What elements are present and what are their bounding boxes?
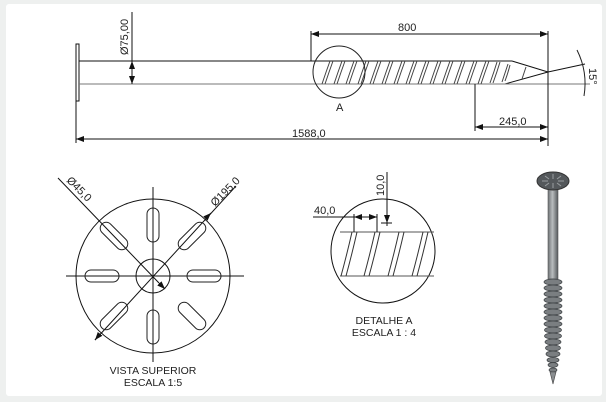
- drawing-sheet: [6, 4, 602, 396]
- top-view: [57, 177, 244, 362]
- tip-angle-label: 15°: [586, 68, 598, 85]
- detail-view: [313, 172, 436, 304]
- shaft-diameter-label: Ø75,00: [119, 19, 131, 55]
- top-view-caption-line2: ESCALA 1:5: [124, 377, 183, 389]
- total-length-label: 1588,0: [292, 128, 326, 140]
- tip-length-label: 245,0: [499, 116, 527, 128]
- pitch-label: 40,0: [314, 205, 335, 217]
- window-top-strip: [0, 0, 606, 4]
- thread-length-label: 800: [398, 22, 416, 34]
- detail-marker-label: A: [336, 102, 344, 114]
- outer-diameter-label: Ø195,0: [209, 175, 243, 209]
- render-view: [536, 171, 570, 385]
- side-view: [75, 12, 590, 146]
- detail-caption-line1: DETALHE A: [356, 315, 413, 327]
- head-plate: [75, 43, 80, 102]
- top-view-caption-line1: VISTA SUPERIOR: [110, 365, 197, 377]
- thread-depth-label: 10,0: [375, 175, 387, 196]
- detail-caption-line2: ESCALA 1 : 4: [352, 327, 416, 339]
